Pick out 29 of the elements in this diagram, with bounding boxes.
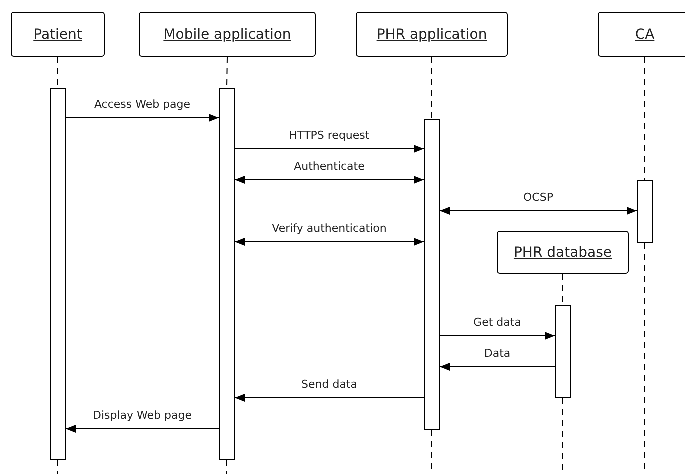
message-arrow bbox=[234, 145, 424, 153]
activation-bar bbox=[637, 180, 653, 243]
participant-name: Patient bbox=[34, 26, 82, 42]
lifeline-header bbox=[598, 12, 685, 57]
activation-bar bbox=[219, 88, 235, 460]
lifeline-header bbox=[356, 12, 508, 57]
lifeline bbox=[644, 56, 646, 180]
message-arrow bbox=[440, 363, 556, 371]
activation-bar bbox=[555, 305, 571, 398]
edge-label: Access Web page bbox=[92, 98, 193, 112]
participant-name: PHR application bbox=[376, 26, 488, 42]
message-arrow bbox=[66, 114, 220, 122]
participant-name: PHR database bbox=[514, 244, 612, 260]
participant-name: Mobile application bbox=[164, 26, 292, 42]
message-arrow bbox=[234, 176, 424, 184]
edge-label: HTTPS request bbox=[287, 129, 372, 143]
activation-bar bbox=[424, 119, 440, 430]
participant-name: CA bbox=[635, 26, 655, 42]
edge-label: Display Web page bbox=[91, 409, 194, 423]
lifeline-header bbox=[497, 231, 629, 274]
message-arrow bbox=[440, 332, 556, 340]
lifeline-header bbox=[139, 12, 316, 57]
activation-bar bbox=[50, 88, 66, 460]
message-arrow bbox=[234, 394, 424, 402]
lifeline-header bbox=[11, 12, 105, 57]
message-arrow bbox=[66, 425, 220, 433]
message-arrow bbox=[440, 207, 638, 215]
message-arrow bbox=[234, 238, 424, 246]
edge-label: Verify authentication bbox=[270, 222, 389, 236]
